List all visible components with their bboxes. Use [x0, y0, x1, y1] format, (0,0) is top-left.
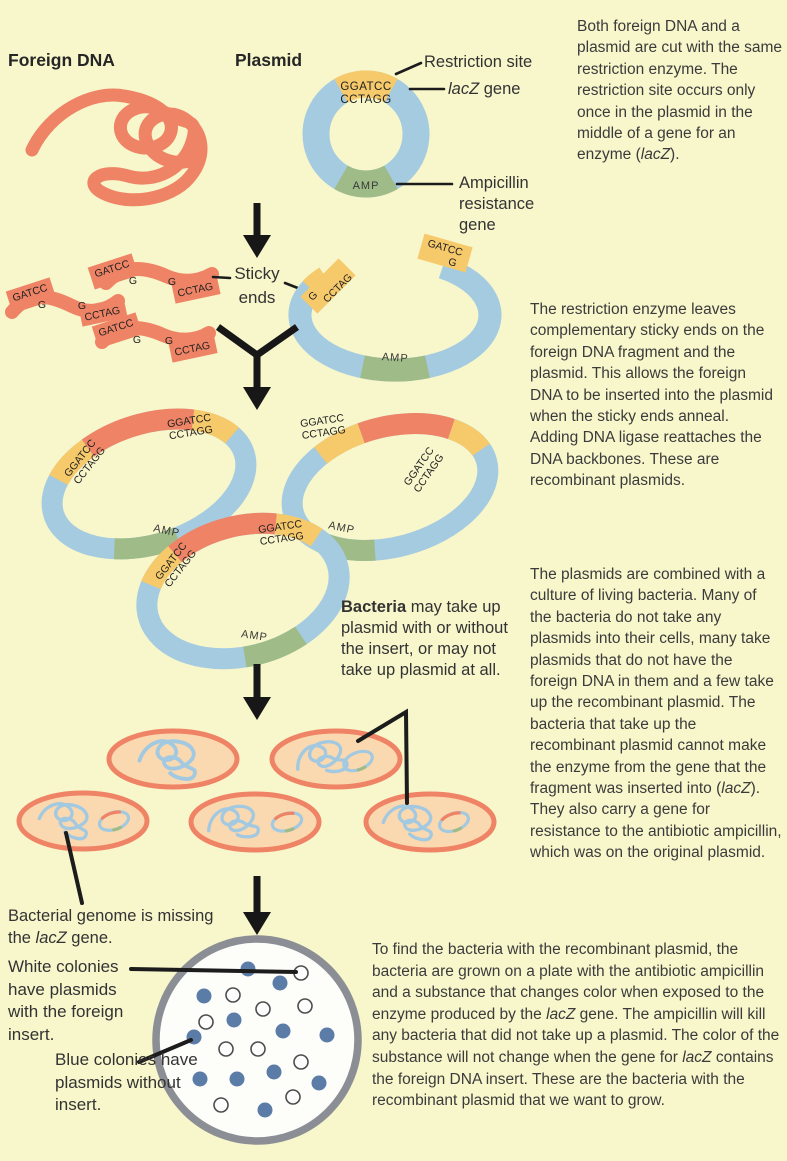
- restriction-site-leader: [394, 61, 423, 76]
- down-arrow-3: [243, 876, 271, 935]
- lacz-gene-label: lacZ gene: [448, 80, 521, 98]
- restriction-site-label: Restriction site: [424, 53, 533, 71]
- white-colony: [255, 1001, 271, 1017]
- sticky-end-seq: G: [78, 300, 86, 312]
- blue-colonies-note: Blue colonies have plasmids without inse…: [55, 1050, 198, 1114]
- plasmid-map: GGATCC CCTAGG AMP: [302, 70, 430, 198]
- bacteria-note-leader: [356, 708, 409, 805]
- recombinant-plasmid-1: GGATCC CCTAGG GGATCC CCTAGG AMP: [41, 408, 257, 560]
- blue-colony: [257, 1102, 273, 1118]
- white-colony: [297, 998, 313, 1014]
- restriction-site-sequence-bottom: CCTAGG: [340, 94, 391, 106]
- bacterium-recombinant-plasmid: [363, 791, 497, 853]
- white-colony: [250, 1041, 266, 1057]
- junction-sequence: GGATCC CCTAGG: [257, 518, 304, 548]
- foreign-dna-title: Foreign DNA: [8, 50, 115, 70]
- paragraph-step-2: The restriction enzyme leaves complement…: [530, 301, 773, 490]
- blue-colony: [272, 975, 288, 991]
- amp-gene-label: AMP: [381, 351, 409, 365]
- amp-gene-label: AMP: [327, 519, 356, 536]
- dna-fragment-2: GATCC G G CCTAG: [87, 253, 221, 304]
- paragraph-step-4: To find the bacteria with the recombinan…: [372, 941, 780, 1110]
- ampicillin-gene-label: Ampicillin resistance gene: [459, 174, 535, 234]
- paragraph-step-3: The plasmids are combined with a culture…: [530, 566, 782, 862]
- white-colony: [218, 1041, 234, 1057]
- blue-colony: [275, 1023, 291, 1039]
- blue-colony: [229, 1071, 245, 1087]
- blue-colony: [196, 988, 212, 1004]
- merge-arrow: [215, 324, 300, 410]
- dna-fragment-1: GATCC G G CCTAG: [5, 277, 128, 327]
- cut-plasmid: G CCTAG GATCC G AMP: [288, 233, 502, 382]
- amp-gene-label: AMP: [353, 180, 380, 192]
- bacteria-cells: [16, 728, 497, 853]
- paragraph-step-1: Both foreign DNA and a plasmid are cut w…: [577, 18, 783, 164]
- blue-colony: [240, 961, 256, 977]
- genome-note: Bacterial genome is missing the lacZ gen…: [8, 907, 214, 947]
- foreign-dna-tangle: [25, 88, 208, 207]
- svg-text:G: G: [447, 256, 458, 270]
- sticky-end-seq: G: [133, 334, 141, 346]
- bacterium-recombinant-plasmid: [188, 791, 322, 853]
- white-colonies-leader: [129, 967, 298, 974]
- plasmid-title: Plasmid: [235, 50, 303, 70]
- sticky-end-seq: G: [168, 276, 176, 288]
- sticky-end-seq: G: [38, 299, 46, 311]
- white-colony: [213, 1097, 229, 1113]
- sticky-end-seq: G: [129, 275, 137, 287]
- down-arrow-1: [243, 203, 271, 258]
- white-colony: [198, 1014, 214, 1030]
- junction-sequence: GGATCC CCTAGG: [402, 445, 447, 495]
- blue-colony: [226, 1012, 242, 1028]
- blue-colonies-leader: [137, 1038, 193, 1064]
- blue-colony: [311, 1075, 327, 1091]
- white-colony: [285, 1089, 301, 1105]
- genome-note-leader: [64, 831, 84, 905]
- blue-colony: [319, 1027, 335, 1043]
- bacterium-plain-plasmid: [269, 728, 403, 790]
- blue-colony: [192, 1071, 208, 1087]
- bacterium-recombinant-plasmid: [16, 790, 150, 852]
- bacteria-note: Bacteria may take up plasmid with or wit…: [341, 598, 508, 679]
- white-colonies-note: White colonies have plasmids with the fo…: [8, 957, 124, 1044]
- sticky-end-seq: G: [165, 335, 173, 347]
- sticky-ends-label: Sticky ends: [234, 264, 280, 307]
- white-colony: [293, 1054, 309, 1070]
- amp-gene-label: AMP: [240, 628, 268, 644]
- blue-colony: [266, 1064, 282, 1080]
- amp-gene-label: AMP: [152, 522, 181, 539]
- down-arrow-2: [243, 664, 271, 720]
- restriction-site-sequence-top: GGATCC: [340, 81, 391, 93]
- sticky-ends-leader-left: [211, 275, 232, 280]
- bacterium-no-plasmid: [106, 728, 240, 790]
- white-colony: [225, 987, 241, 1003]
- dna-fragment-3: GATCC G G CCTAG: [91, 312, 218, 363]
